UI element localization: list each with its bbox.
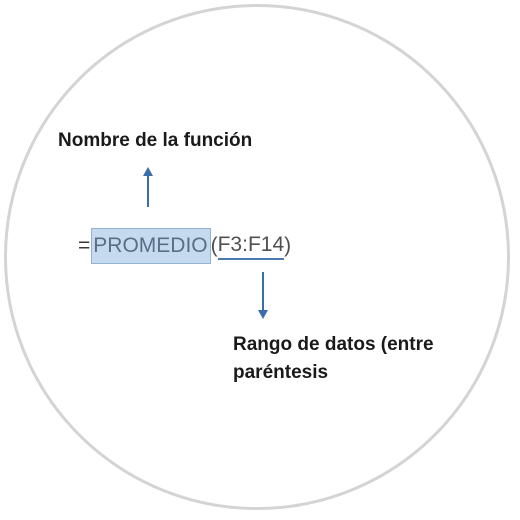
- formula-range: F3:F14: [217, 233, 285, 260]
- arrow-down-icon: [258, 272, 268, 319]
- data-range-label-line1: Rango de datos (entre: [233, 334, 434, 355]
- formula-close-paren: ): [284, 234, 292, 257]
- formula-open-paren: (: [210, 234, 218, 257]
- formula-equals: =: [78, 234, 91, 257]
- formula-function-name: PROMEDIO: [91, 228, 211, 264]
- function-name-label: Nombre de la función: [58, 130, 253, 151]
- circle-frame: [4, 4, 510, 510]
- data-range-label-line2: paréntesis: [233, 362, 329, 383]
- data-range-label: Rango de datos (entre paréntesis: [233, 331, 473, 387]
- arrow-up-icon: [143, 167, 153, 207]
- formula: = PROMEDIO ( F3:F14 ): [78, 226, 291, 266]
